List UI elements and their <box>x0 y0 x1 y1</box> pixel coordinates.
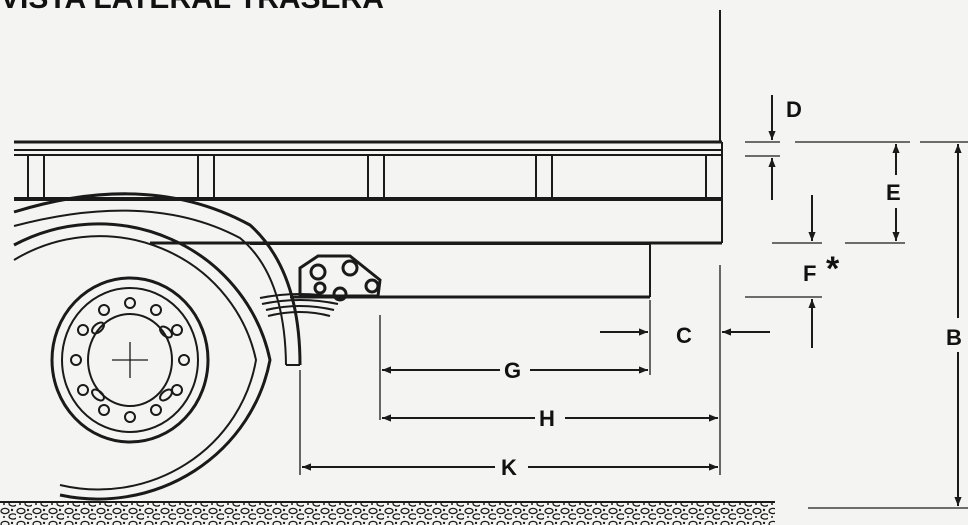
leaf-spring <box>259 254 382 317</box>
label-e: E <box>886 180 901 205</box>
ground-gravel <box>0 502 775 525</box>
dimension-lines <box>299 95 968 509</box>
rear-wheel <box>13 192 302 501</box>
label-c: C <box>676 323 692 348</box>
diagram-title: VISTA LATERAL TRASERA <box>0 0 384 15</box>
label-f: F <box>803 261 816 286</box>
label-d: D <box>786 97 802 122</box>
label-f-note: * <box>826 250 840 288</box>
truck-body <box>14 140 723 299</box>
label-b: B <box>946 325 962 350</box>
label-g: G <box>504 358 521 383</box>
label-k: K <box>501 455 517 480</box>
label-h: H <box>539 406 555 431</box>
